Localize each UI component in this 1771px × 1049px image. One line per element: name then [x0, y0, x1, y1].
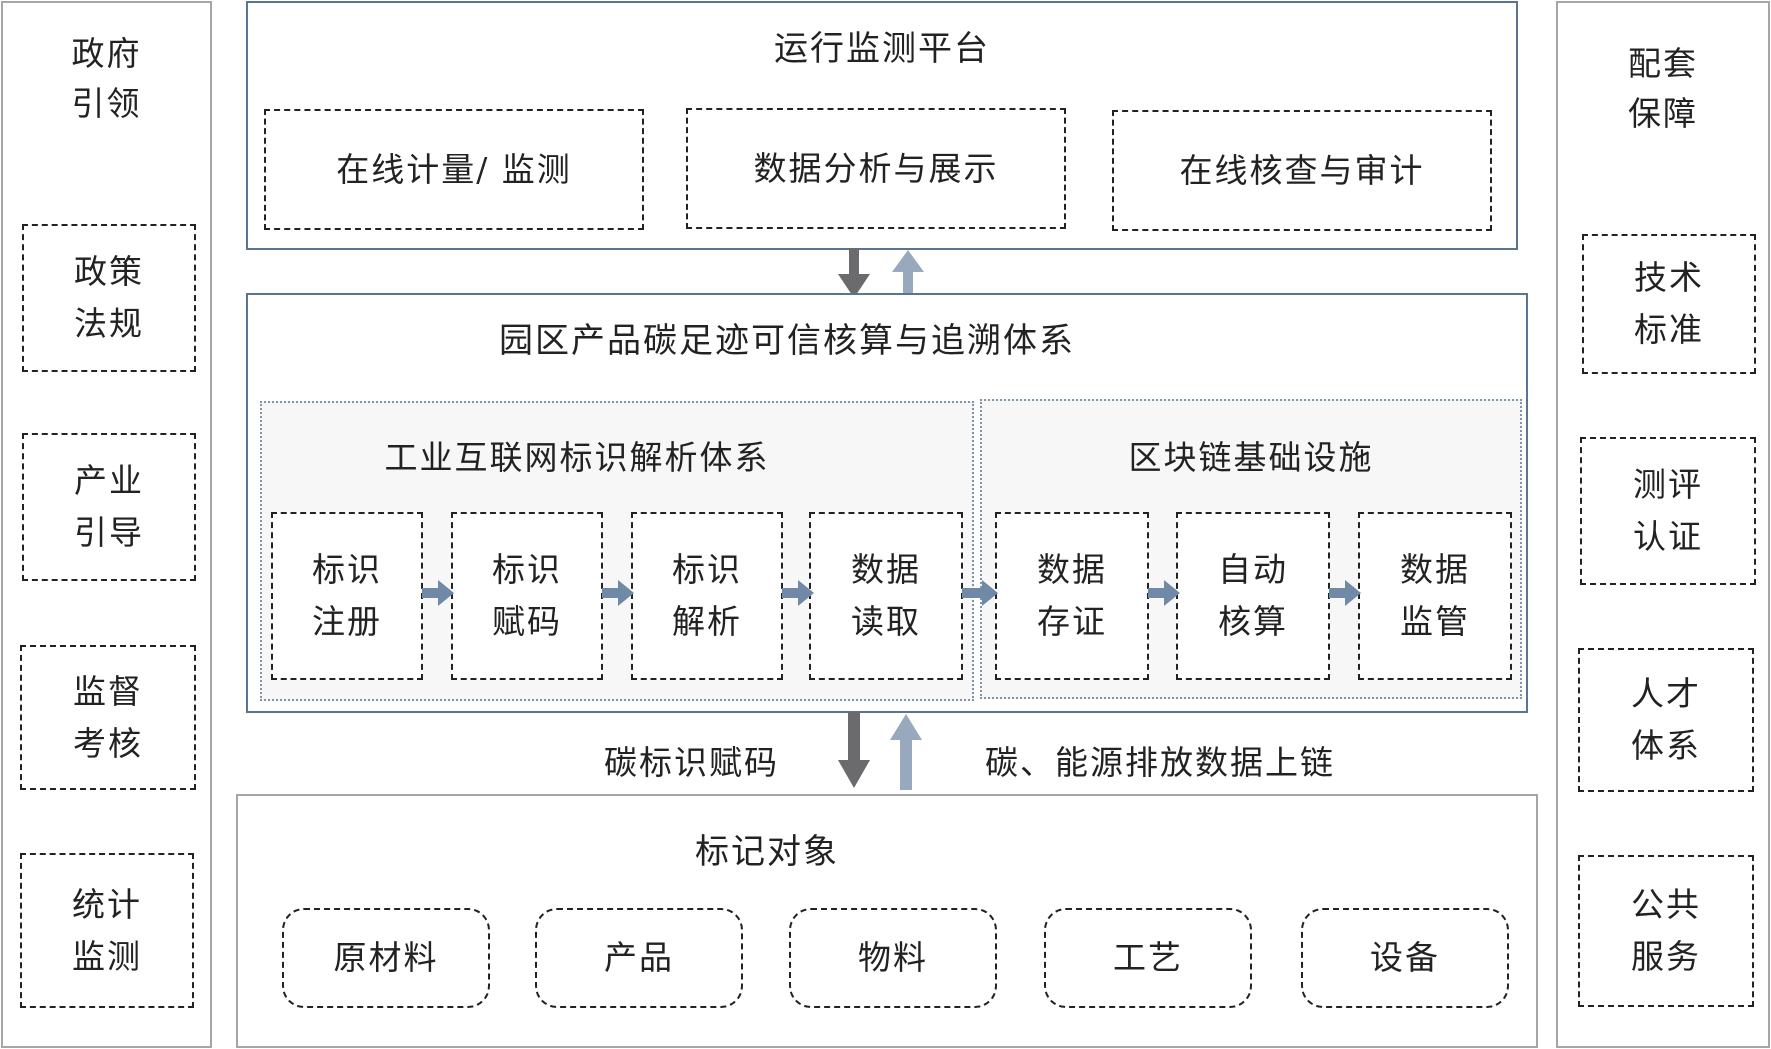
right-item-technical-standards: 技术 标准 [1582, 234, 1756, 374]
left-item-statistical-monitoring: 统计 监测 [20, 853, 194, 1008]
step-arrow-right-icon [422, 580, 454, 606]
flow-label-emission-data-onchain: 碳、能源排放数据上链 [985, 743, 1335, 782]
object-products: 产品 [535, 908, 743, 1008]
top-item-label: 数据分析与展示 [753, 148, 999, 188]
step-identifier-resolution: 标识 解析 [631, 512, 783, 680]
middle-panel-title: 园区产品碳足迹可信核算与追溯体系 [499, 321, 1075, 361]
step-arrow-right-icon [602, 580, 634, 606]
arrow-down-shaft [849, 248, 859, 276]
step-label: 标识 注册 [312, 550, 382, 641]
left-item-supervision-assessment: 监督 考核 [20, 645, 196, 790]
right-item-label: 公共 服务 [1631, 885, 1701, 976]
arrow-down-middle-to-bottom [838, 712, 870, 788]
top-item-label: 在线计量/ 监测 [336, 149, 572, 189]
object-label: 原材料 [333, 938, 439, 977]
flow-label-carbon-coding: 碳标识赋码 [604, 743, 779, 782]
top-item-online-audit: 在线核查与审计 [1112, 110, 1492, 231]
left-column-title: 政府 引领 [71, 34, 142, 123]
arrow-up-shaft [903, 270, 913, 302]
arrow-down-shaft [848, 712, 860, 762]
top-item-data-analysis: 数据分析与展示 [686, 108, 1066, 229]
left-item-label: 统计 监测 [72, 884, 142, 976]
step-automatic-accounting: 自动 核算 [1176, 512, 1330, 680]
object-label: 产品 [604, 938, 674, 977]
left-item-label: 产业 引导 [74, 461, 144, 552]
group-right-title: 区块链基础设施 [1128, 438, 1374, 477]
bottom-panel-title: 标记对象 [695, 832, 839, 872]
step-data-supervision: 数据 监管 [1358, 512, 1512, 680]
step-label: 自动 核算 [1218, 550, 1288, 641]
left-item-label: 监督 考核 [73, 671, 143, 763]
right-item-evaluation-certification: 测评 认证 [1580, 437, 1756, 585]
left-item-label: 政策 法规 [74, 252, 144, 343]
left-item-policy-regulation: 政策 法规 [22, 224, 196, 372]
right-item-public-service: 公共 服务 [1578, 855, 1754, 1007]
right-column-title: 配套 保障 [1628, 44, 1698, 133]
step-arrow-right-icon [962, 580, 998, 606]
top-item-label: 在线核查与审计 [1179, 150, 1425, 190]
left-item-industry-guidance: 产业 引导 [22, 433, 196, 581]
object-raw-materials: 原材料 [282, 908, 490, 1008]
object-equipment: 设备 [1301, 908, 1509, 1008]
step-label: 数据 读取 [851, 550, 921, 641]
right-item-label: 测评 认证 [1633, 465, 1703, 556]
object-processes: 工艺 [1044, 908, 1252, 1008]
arrow-up-middle-to-top [892, 250, 924, 302]
arrow-up-shaft [900, 738, 912, 790]
group-left-title: 工业互联网标识解析体系 [384, 438, 770, 477]
arrow-up-head [890, 714, 922, 740]
step-identifier-registration: 标识 注册 [271, 512, 423, 680]
step-label: 标识 解析 [672, 550, 742, 641]
step-label: 数据 监管 [1400, 550, 1470, 641]
step-identifier-coding: 标识 赋码 [451, 512, 603, 680]
step-arrow-right-icon [782, 580, 814, 606]
object-materials: 物料 [789, 908, 997, 1008]
top-item-online-metering: 在线计量/ 监测 [264, 109, 644, 230]
arrow-down-top-to-middle [838, 248, 870, 298]
object-label: 设备 [1370, 938, 1440, 977]
right-item-label: 技术 标准 [1634, 258, 1704, 349]
top-panel-title: 运行监测平台 [774, 29, 990, 69]
object-label: 工艺 [1113, 938, 1183, 977]
right-item-talent-system: 人才 体系 [1578, 648, 1754, 792]
step-label: 数据 存证 [1037, 550, 1107, 641]
arrow-up-head [892, 250, 924, 272]
arrow-up-bottom-to-middle [890, 714, 922, 790]
object-label: 物料 [858, 938, 928, 977]
arrow-down-head [838, 760, 870, 788]
step-arrow-right-icon [1148, 580, 1180, 606]
step-label: 标识 赋码 [492, 550, 562, 641]
step-data-attestation: 数据 存证 [995, 512, 1149, 680]
step-arrow-right-icon [1329, 580, 1361, 606]
right-item-label: 人才 体系 [1631, 674, 1701, 765]
step-data-reading: 数据 读取 [809, 512, 963, 680]
arrow-down-head [838, 274, 870, 298]
